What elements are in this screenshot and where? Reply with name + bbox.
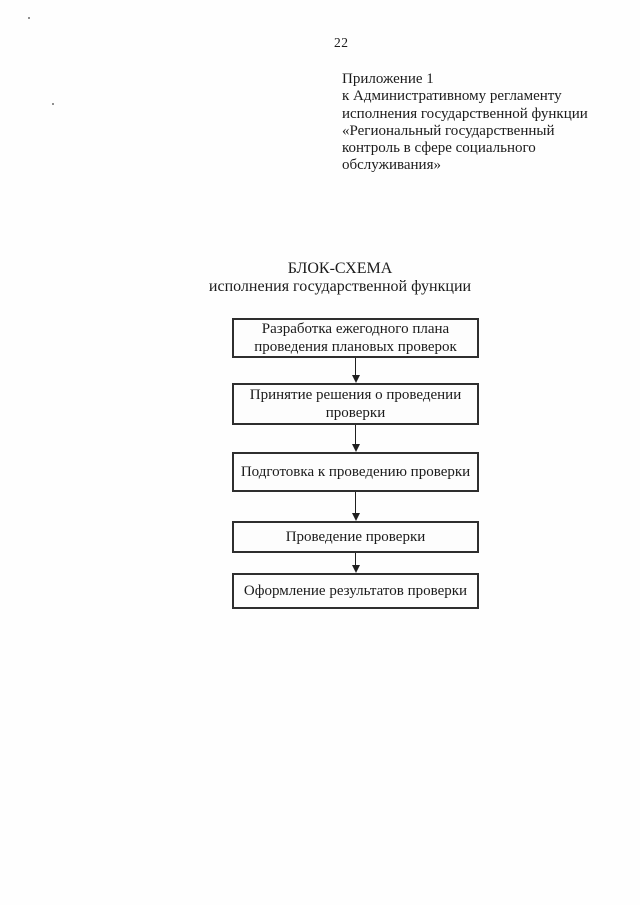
appendix-line: контроль в сфере социального <box>342 140 536 157</box>
scan-artifact-dot <box>28 17 30 19</box>
arrow-stem <box>354 425 357 444</box>
appendix-line: обслуживания» <box>342 157 441 174</box>
flow-box-preparation: Подготовка к проведению проверки <box>232 452 479 492</box>
page-title: БЛОК-СХЕМА исполнения государственной фу… <box>130 260 550 296</box>
appendix-line: «Региональный государственный <box>342 122 555 139</box>
arrow-stem <box>354 492 357 513</box>
page-number: 22 <box>334 35 349 50</box>
flow-box-label: Разработка ежегодного плана проведения п… <box>254 321 457 355</box>
flow-box-annual-plan: Разработка ежегодного плана проведения п… <box>232 318 479 358</box>
flow-box-conducting-inspection: Проведение проверки <box>232 521 479 553</box>
arrow-stem <box>354 358 357 375</box>
arrow-head <box>351 375 360 383</box>
arrow-head <box>351 513 360 521</box>
page-title-line-1: БЛОК-СХЕМА <box>287 260 393 277</box>
flow-box-results-formalization: Оформление результатов проверки <box>232 573 479 609</box>
flow-arrow-down-icon <box>350 425 361 452</box>
page-title-line-2: исполнения государственной функции <box>208 278 472 295</box>
appendix-line: к Административному регламенту <box>342 88 562 105</box>
flow-arrow-down-icon <box>350 492 361 521</box>
flow-arrow-down-icon <box>350 553 361 573</box>
appendix-line: исполнения государственной функции <box>342 105 588 122</box>
appendix-line: Приложение 1 <box>342 71 434 87</box>
scan-artifact-dot <box>52 103 54 105</box>
arrow-head <box>351 565 360 573</box>
flow-box-decision-to-inspect: Принятие решения о проведении проверки <box>232 383 479 425</box>
flow-box-label: Принятие решения о проведении проверки <box>249 387 462 421</box>
flow-box-label: Оформление результатов проверки <box>243 583 468 599</box>
flow-box-label: Подготовка к проведению проверки <box>240 464 471 480</box>
flow-arrow-down-icon <box>350 358 361 383</box>
arrow-head <box>351 444 360 452</box>
appendix-header: Приложение 1 к Административному регламе… <box>342 71 602 175</box>
arrow-stem <box>354 553 357 565</box>
flow-box-label: Проведение проверки <box>285 529 426 545</box>
